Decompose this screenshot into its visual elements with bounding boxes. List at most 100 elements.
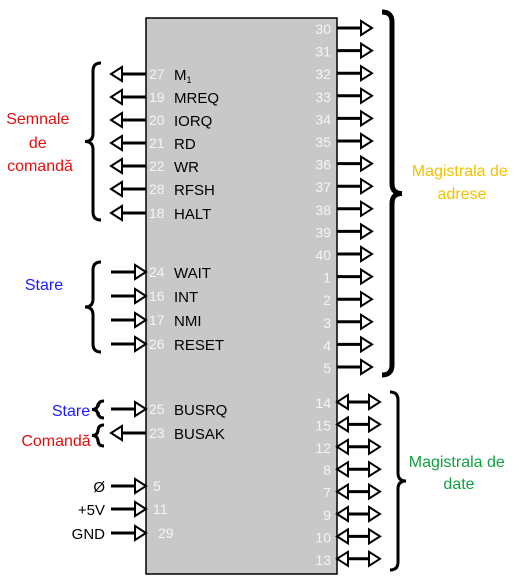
- left-pin-arrow-out: [109, 65, 146, 83]
- address-pin-number: 40: [315, 247, 331, 263]
- address-pin-arrow: [337, 312, 374, 331]
- data-pin-arrow: [335, 549, 382, 568]
- data-pin-number: 8: [323, 462, 331, 478]
- address-pin-arrow: [337, 109, 374, 128]
- command2-brace: [91, 423, 105, 448]
- power-pin-number: 29: [158, 525, 174, 541]
- status-group-label: Stare: [25, 277, 63, 294]
- left-pin-number: 21: [149, 135, 165, 151]
- left-pin-arrow-out: [109, 157, 146, 175]
- data-pin-arrow: [335, 505, 382, 523]
- power-pin-arrow: [111, 500, 148, 518]
- left-pin-label: HALT: [174, 206, 211, 223]
- address-pin-arrow: [337, 245, 374, 263]
- address-pin-arrow: [337, 358, 374, 376]
- data-pin-number: 7: [323, 485, 331, 501]
- address-pin-number: 36: [315, 157, 331, 173]
- power-pin-name: +5V: [78, 502, 105, 519]
- data-pin-arrow: [335, 437, 382, 456]
- left-pin-arrow-out: [109, 424, 146, 442]
- command-group-label: Semnale de comandă: [6, 111, 74, 175]
- address-pin-number: 39: [315, 224, 331, 240]
- left-pin-label: RD: [174, 136, 196, 153]
- power-pin-number: 11: [153, 501, 168, 517]
- command2-group-label: Comandă: [21, 433, 90, 450]
- data-bus-brace: [389, 390, 407, 572]
- address-pin-number: 34: [315, 111, 331, 127]
- data-pin-number: 15: [315, 417, 331, 433]
- data-pin-number: 9: [323, 507, 331, 523]
- left-pin-number: 23: [149, 425, 165, 441]
- address-pin-arrow: [337, 267, 374, 286]
- address-pin-arrow: [337, 86, 374, 105]
- address-pin-number: 31: [315, 44, 331, 60]
- left-pin-label: IORQ: [174, 113, 212, 130]
- left-pin-label: INT: [174, 289, 198, 306]
- address-pin-arrow: [337, 19, 374, 37]
- left-pin-number: 20: [149, 112, 165, 128]
- left-pin-label: NMI: [174, 313, 202, 330]
- data-bus-label: Magistrala de date: [409, 454, 510, 493]
- address-pin-arrow: [337, 132, 374, 150]
- left-pin-number: 18: [149, 205, 165, 221]
- data-pin-arrow: [335, 527, 382, 546]
- address-pin-arrow: [337, 154, 374, 173]
- address-pin-number: 1: [323, 270, 331, 286]
- left-pin-number: 24: [149, 264, 165, 280]
- left-pin-label-subscript: 1: [187, 75, 192, 85]
- left-pin-number: 28: [149, 181, 165, 197]
- left-pin-number: 16: [149, 288, 165, 304]
- address-pin-arrow: [337, 41, 374, 60]
- left-pin-arrow-out: [109, 111, 146, 129]
- data-pin-arrow: [335, 482, 382, 501]
- command-brace: [84, 61, 102, 222]
- left-pin-arrow-in: [111, 263, 148, 281]
- address-pin-arrow: [337, 290, 374, 309]
- address-pin-number: 2: [323, 292, 331, 308]
- address-pin-number: 33: [315, 89, 331, 105]
- left-pin-arrow-out: [109, 204, 146, 222]
- address-pin-number: 35: [315, 134, 331, 150]
- left-pin-label: WAIT: [174, 265, 211, 282]
- data-pin-number: 14: [315, 395, 331, 411]
- left-pin-arrow-out: [109, 134, 146, 152]
- power-pin-name: Ø: [93, 479, 105, 496]
- left-pin-number: 19: [149, 89, 165, 105]
- left-pin-label: RFSH: [174, 182, 215, 199]
- address-pin-number: 30: [315, 21, 331, 37]
- left-pin-number: 27: [149, 66, 165, 82]
- left-pin-label: BUSRQ: [174, 402, 227, 419]
- address-bus-label: Magistrala de adrese: [412, 163, 513, 203]
- address-bus-brace: [381, 9, 403, 378]
- power-pin-arrow: [111, 477, 148, 495]
- left-pin-number: 22: [149, 158, 165, 174]
- braces-group: [84, 9, 407, 572]
- data-pin-arrow: [335, 393, 382, 411]
- address-pin-arrow: [337, 64, 374, 83]
- left-pin-arrow-in: [111, 311, 148, 329]
- status2-brace: [91, 399, 105, 420]
- left-pin-number: 25: [149, 401, 165, 417]
- power-pin-arrow: [111, 524, 148, 542]
- left-pin-arrow-in: [111, 400, 148, 418]
- chip-body: [145, 17, 338, 575]
- left-pin-label: RESET: [174, 337, 224, 354]
- data-pin-arrow: [335, 460, 382, 479]
- data-pin-number: 12: [315, 440, 331, 456]
- address-pin-arrow: [337, 335, 374, 354]
- power-pin-name: GND: [72, 526, 106, 543]
- address-pin-arrow: [337, 199, 374, 218]
- left-pin-arrow-in: [111, 335, 148, 353]
- address-pin-number: 3: [323, 315, 331, 331]
- data-pin-number: 13: [315, 552, 331, 568]
- left-pin-number: 17: [149, 312, 165, 328]
- data-pin-number: 10: [315, 529, 331, 545]
- address-pin-number: 5: [323, 360, 331, 376]
- address-pin-arrow: [337, 177, 374, 196]
- address-pin-number: 4: [323, 337, 331, 353]
